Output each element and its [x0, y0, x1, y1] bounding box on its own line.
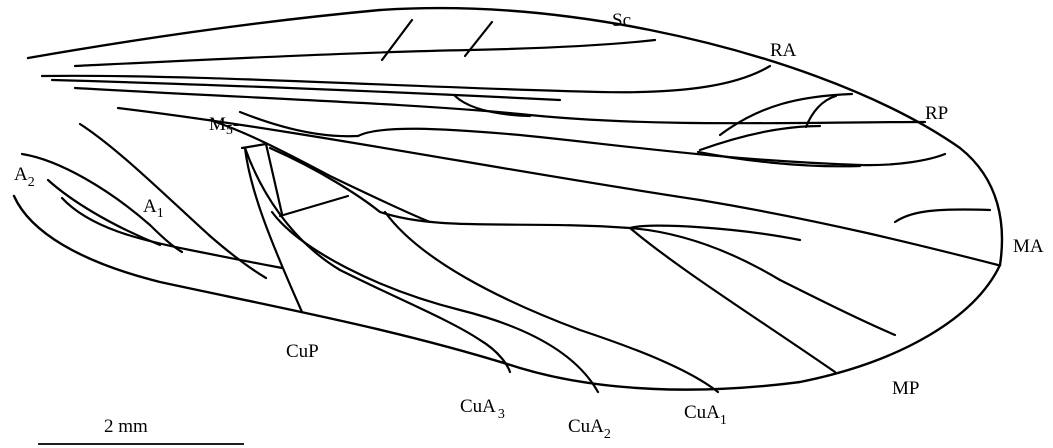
vein-cua3: [243, 146, 512, 374]
label-cua2-sub: 2: [604, 427, 611, 442]
vein-ma-fork-1: [696, 150, 862, 168]
vein-mp: [268, 146, 897, 337]
vein-cua1: [383, 210, 720, 394]
label-cua1-base: CuA: [684, 402, 720, 423]
crossvein-costal-1: [380, 18, 414, 62]
label-cua1-sub: 1: [720, 413, 727, 428]
label-m5: M5-: [209, 114, 239, 138]
scale-bar-label: 2 mm: [104, 416, 148, 437]
vein-ma-main: [116, 106, 1000, 267]
label-a2-base: A: [14, 164, 28, 185]
label-cua2: CuA2: [568, 416, 611, 442]
label-m5-base: M: [209, 114, 226, 135]
vein-rp-fork-2: [804, 94, 838, 129]
wing-costal-margin: [26, 6, 1004, 267]
label-a1: A1: [143, 196, 164, 221]
vein-rp: [73, 86, 927, 125]
label-ra: RA: [770, 40, 797, 61]
crossvein-m5: [240, 142, 284, 216]
label-ma: MA: [1013, 236, 1044, 257]
vein-rp-fork-1: [718, 92, 854, 137]
label-mp: MP: [892, 378, 919, 399]
label-sc: Sc: [612, 10, 631, 31]
label-a1-sub: 1: [157, 206, 164, 221]
vein-sc: [73, 38, 657, 68]
vein-m-stem: [238, 110, 360, 138]
label-cup: CuP: [286, 341, 319, 362]
label-m5-sub: 5: [226, 123, 233, 138]
vein-cup: [243, 146, 304, 314]
vein-mp-fork-top: [628, 224, 802, 242]
vein-mp-branch: [628, 226, 837, 374]
label-cua2-base: CuA: [568, 416, 604, 437]
label-a1-base: A: [143, 196, 157, 217]
label-a2-sub: 2: [28, 175, 35, 190]
label-m5-suffix: -: [233, 114, 239, 135]
label-cua3-base: CuA: [460, 396, 496, 417]
vein-r-stem: [50, 78, 562, 102]
vein-a2-inner: [46, 178, 162, 247]
vein-ra: [40, 64, 772, 94]
vein-a1: [78, 122, 268, 280]
wing-posterior-margin: [12, 194, 1002, 391]
vein-a1-lower: [60, 196, 284, 270]
vein-a2: [20, 152, 184, 254]
label-cua1: CuA1: [684, 402, 727, 428]
crossvein-costal-2: [463, 20, 494, 58]
crossvein-m-cu: [278, 194, 350, 218]
vein-cua-stem: [208, 118, 432, 224]
vein-rp-branch-stem: [453, 94, 532, 118]
vein-ma-fork-2: [893, 208, 992, 224]
label-rp: RP: [925, 103, 948, 124]
vein-cua2: [270, 210, 600, 394]
label-cua3-sub: 3: [498, 407, 505, 422]
vein-ma-sector: [356, 127, 947, 167]
vein-rp-lower: [698, 124, 822, 152]
label-a2: A2: [14, 164, 35, 190]
